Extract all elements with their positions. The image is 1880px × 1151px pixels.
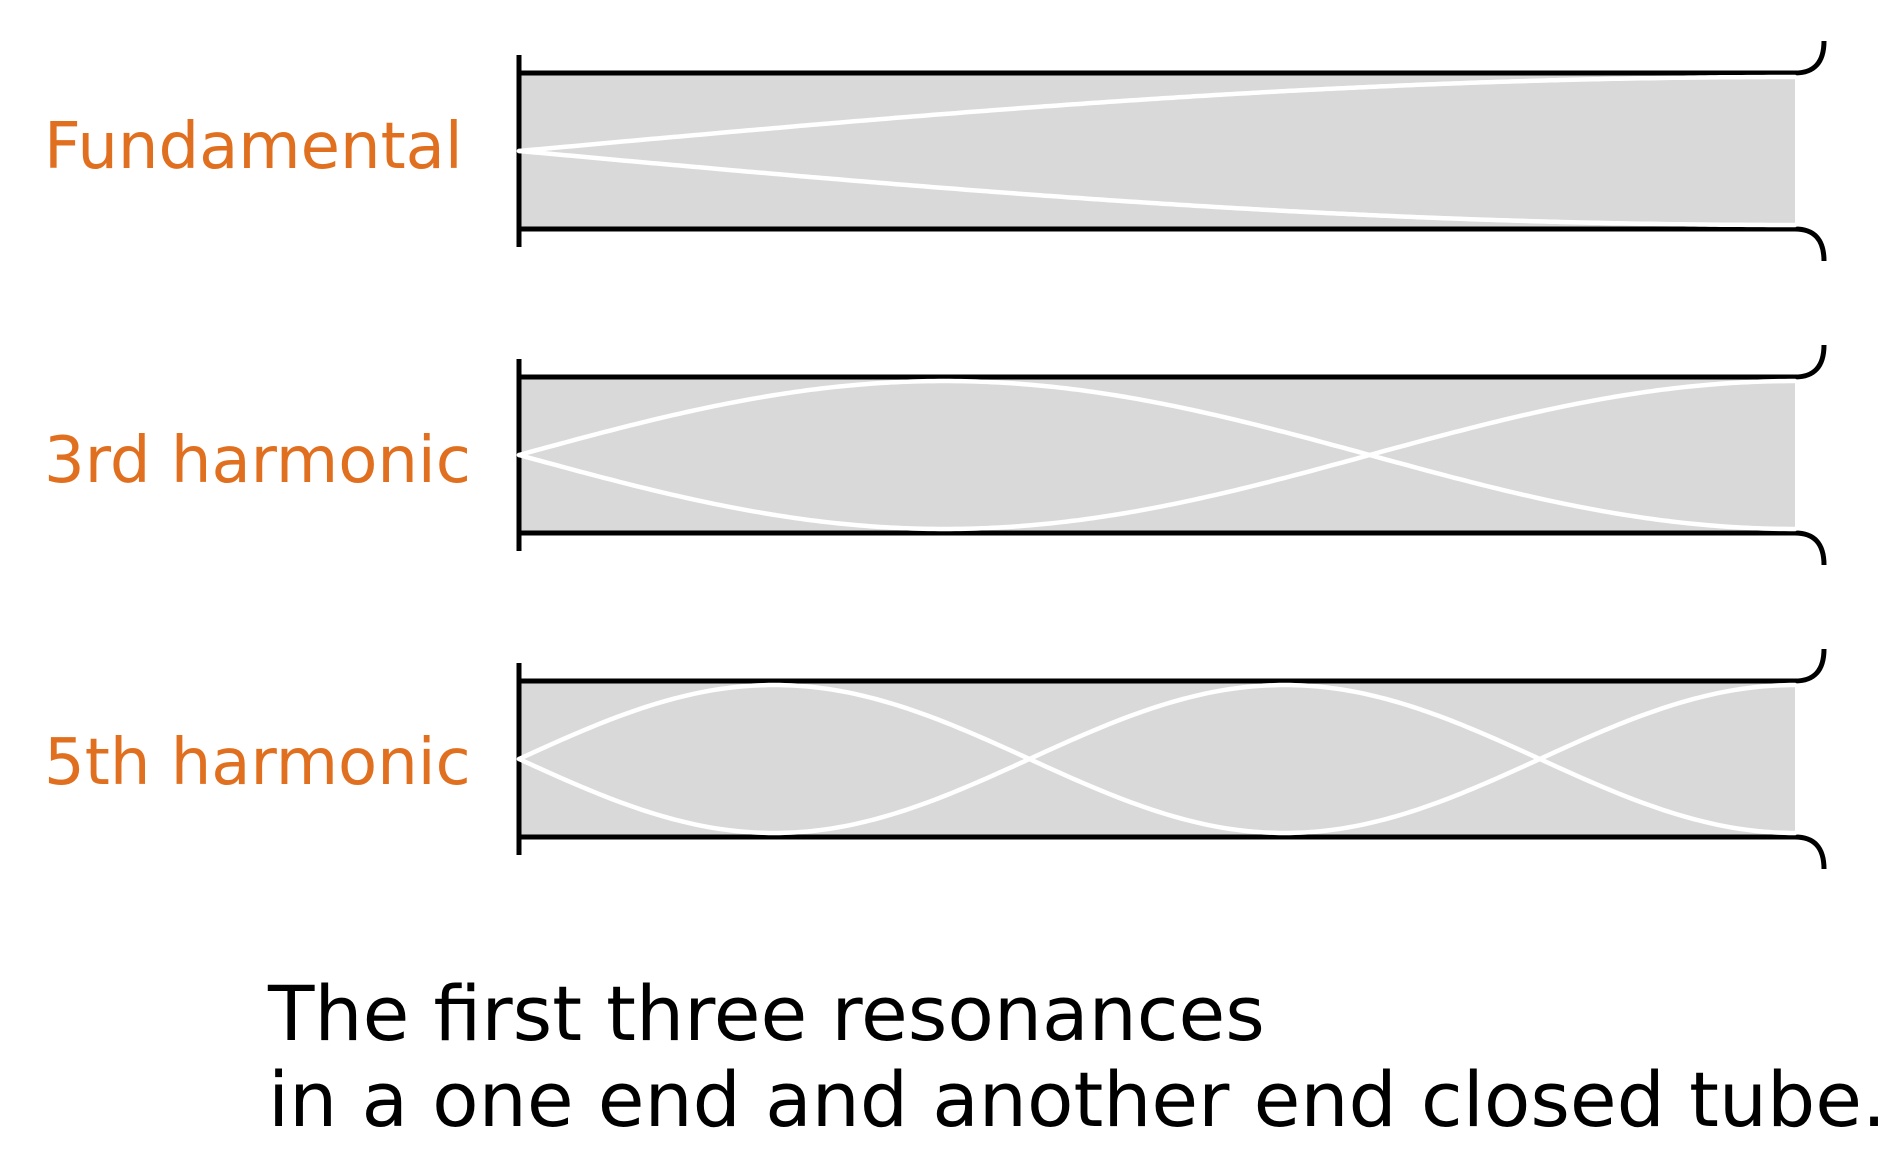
fifth-harmonic-label: 5th harmonic <box>44 726 471 800</box>
fundamental-label: Fundamental <box>44 110 463 184</box>
tube-top-wall <box>519 648 1827 684</box>
tube-bottom-wall <box>519 530 1827 566</box>
third-harmonic-label: 3rd harmonic <box>44 424 471 498</box>
fifth-harmonic-tube <box>516 648 1827 870</box>
fundamental-tube <box>516 40 1827 262</box>
tube-bottom-wall <box>519 226 1827 262</box>
wave-lower-curve <box>516 148 1798 228</box>
caption-line-1: The first three resonances <box>267 969 1265 1058</box>
tube-body <box>519 73 1795 229</box>
tube-bottom-wall <box>519 834 1827 870</box>
tube-top-wall <box>519 40 1827 76</box>
wave-upper-curve <box>516 378 1798 532</box>
caption-line-2: in a one end and another end closed tube… <box>268 1055 1880 1144</box>
tube-top-wall <box>519 344 1827 380</box>
wave-upper-curve <box>516 74 1798 154</box>
wave-lower-curve <box>516 682 1798 836</box>
third-harmonic-tube <box>516 344 1827 566</box>
wave-lower-curve <box>516 378 1798 532</box>
wave-upper-curve <box>516 682 1798 836</box>
